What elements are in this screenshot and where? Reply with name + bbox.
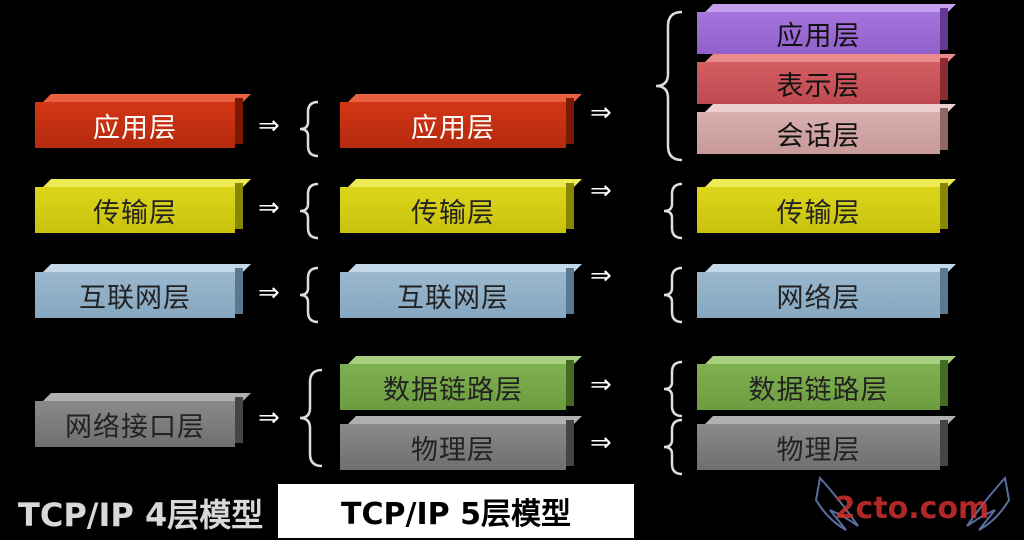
layer7-physical: 物理层 (697, 420, 948, 470)
layer4-transport: 传输层 (35, 183, 243, 233)
layer5-data-link: 数据链路层 (340, 360, 574, 410)
layer5-internet: 互联网层 (340, 268, 574, 318)
double-arrow-right-icon: ⇒ (258, 193, 280, 223)
caption-4-layer-model: TCP/IP 4层模型 (18, 496, 264, 534)
double-arrow-right-icon: ⇒ (590, 428, 612, 458)
layer4-application: 应用层 (35, 98, 243, 148)
layer4-internet-label: 互联网层 (79, 282, 191, 314)
left-curly-brace-icon (296, 100, 322, 158)
layer7-transport-label: 传输层 (776, 197, 861, 229)
double-arrow-right-icon: ⇒ (258, 111, 280, 141)
layer4-network-interface-label: 网络接口层 (65, 411, 205, 443)
layer5-physical-label: 物理层 (411, 434, 495, 466)
caption-5-layer-model: TCP/IP 5层模型 (278, 484, 634, 538)
left-curly-brace-icon (296, 266, 322, 324)
layer5-transport-label: 传输层 (411, 197, 495, 229)
layer5-application-label: 应用层 (411, 112, 495, 144)
left-curly-brace-icon (660, 266, 686, 324)
layer5-physical: 物理层 (340, 420, 574, 470)
layer7-data-link: 数据链路层 (697, 360, 948, 410)
wings-logo-icon: 2cto.com (814, 475, 1011, 531)
double-arrow-right-icon: ⇒ (258, 403, 280, 433)
left-curly-brace-icon (652, 10, 686, 162)
layer7-session: 会话层 (697, 108, 948, 154)
layer7-presentation-label: 表示层 (776, 70, 861, 102)
layer5-application: 应用层 (340, 98, 574, 148)
double-arrow-right-icon: ⇒ (258, 278, 280, 308)
layer7-application-label: 应用层 (776, 20, 861, 52)
watermark-logo: 2cto.com (810, 470, 1015, 535)
layer7-physical-label: 物理层 (776, 434, 861, 466)
layer4-application-label: 应用层 (93, 112, 177, 144)
layer7-network-label: 网络层 (776, 282, 861, 314)
layer4-transport-label: 传输层 (93, 197, 177, 229)
double-arrow-right-icon: ⇒ (590, 98, 612, 128)
watermark-text: 2cto.com (835, 491, 990, 526)
layer7-session-label: 会话层 (776, 120, 861, 152)
layer5-data-link-label: 数据链路层 (383, 374, 523, 406)
double-arrow-right-icon: ⇒ (590, 176, 612, 206)
left-curly-brace-icon (296, 182, 322, 240)
layer7-presentation: 表示层 (697, 58, 948, 104)
layer7-data-link-label: 数据链路层 (748, 374, 889, 406)
double-arrow-right-icon: ⇒ (590, 370, 612, 400)
layer7-network: 网络层 (697, 268, 948, 318)
left-curly-brace-icon (660, 418, 686, 476)
left-curly-brace-icon (660, 182, 686, 240)
layer5-internet-label: 互联网层 (397, 282, 509, 314)
left-curly-brace-icon (296, 368, 326, 468)
layer7-application: 应用层 (697, 8, 948, 54)
layer7-transport: 传输层 (697, 183, 948, 233)
left-curly-brace-icon (660, 360, 686, 418)
double-arrow-right-icon: ⇒ (590, 261, 612, 291)
layer5-transport: 传输层 (340, 183, 574, 233)
layer4-network-interface: 网络接口层 (35, 397, 243, 447)
layer4-internet: 互联网层 (35, 268, 243, 318)
